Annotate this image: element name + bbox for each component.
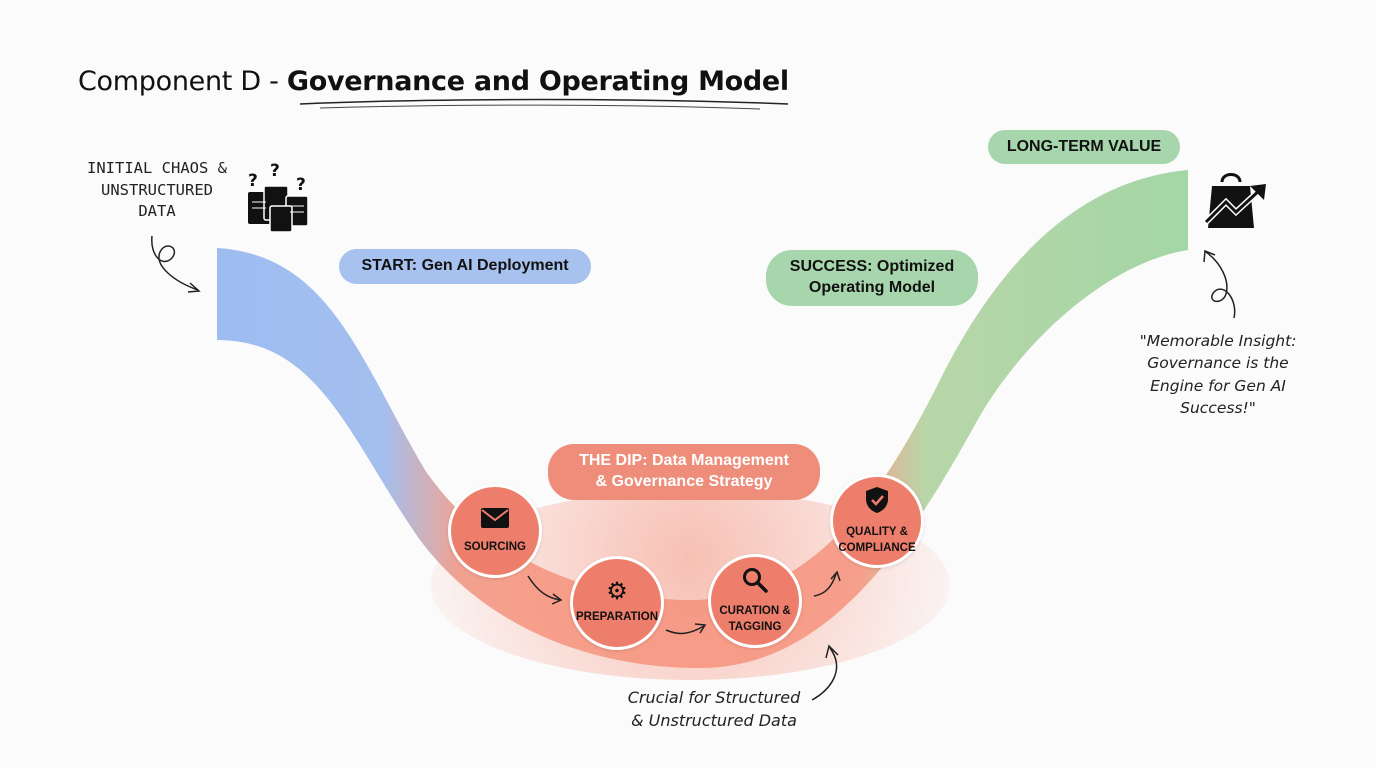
magnifier-icon: [742, 567, 768, 598]
step-preparation-line1: PREPARATION: [576, 611, 658, 624]
step-quality-line2: COMPLIANCE: [838, 541, 916, 554]
step-sourcing: SOURCING: [448, 484, 542, 578]
step-curation-line2: TAGGING: [728, 620, 782, 633]
chaos-line2: UNSTRUCTURED: [101, 180, 213, 199]
gear-icon: ⚙: [606, 578, 628, 606]
envelope-icon: [480, 507, 510, 534]
long-term-label: LONG-TERM VALUE: [988, 130, 1180, 164]
title-prefix: Component D -: [78, 66, 287, 97]
step-curation: CURATION & TAGGING: [708, 554, 802, 648]
insight-line2: Governance is the: [1147, 354, 1289, 373]
shield-check-icon: [865, 486, 889, 519]
dip-label-line2: & Governance Strategy: [595, 473, 773, 490]
success-label-line2: Operating Model: [808, 279, 936, 296]
crucial-line2: & Unstructured Data: [631, 711, 797, 731]
insight-line4: Success!": [1180, 399, 1256, 418]
chaos-annotation: INITIAL CHAOS & UNSTRUCTURED DATA: [78, 158, 236, 223]
chaos-line1: INITIAL CHAOS &: [87, 159, 227, 177]
dip-label: THE DIP: Data Management & Governance St…: [548, 444, 820, 500]
success-label: SUCCESS: Optimized Operating Model: [766, 250, 978, 306]
start-label: START: Gen AI Deployment: [339, 249, 591, 284]
insight-line3: Engine for Gen AI: [1150, 376, 1286, 395]
step-preparation: ⚙ PREPARATION: [570, 556, 664, 650]
dip-glow: [430, 490, 950, 680]
insight-annotation: "Memorable Insight: Governance is the En…: [1118, 330, 1318, 420]
title-bold: Governance and Operating Model: [286, 66, 789, 97]
crucial-annotation: Crucial for Structured & Unstructured Da…: [604, 686, 824, 732]
step-quality: QUALITY & COMPLIANCE: [830, 474, 924, 568]
step-curation-line1: CURATION &: [719, 604, 791, 617]
success-label-line1: SUCCESS: Optimized: [789, 258, 955, 276]
chaos-line3: DATA: [138, 202, 176, 221]
step-sourcing-line1: SOURCING: [464, 540, 526, 553]
crucial-line1: Crucial for Structured: [627, 688, 801, 707]
page-title: Component D - Governance and Operating M…: [78, 66, 789, 97]
dip-label-line1: THE DIP: Data Management: [579, 452, 789, 470]
step-quality-line1: QUALITY &: [846, 525, 908, 538]
insight-line1: "Memorable Insight:: [1139, 332, 1297, 350]
